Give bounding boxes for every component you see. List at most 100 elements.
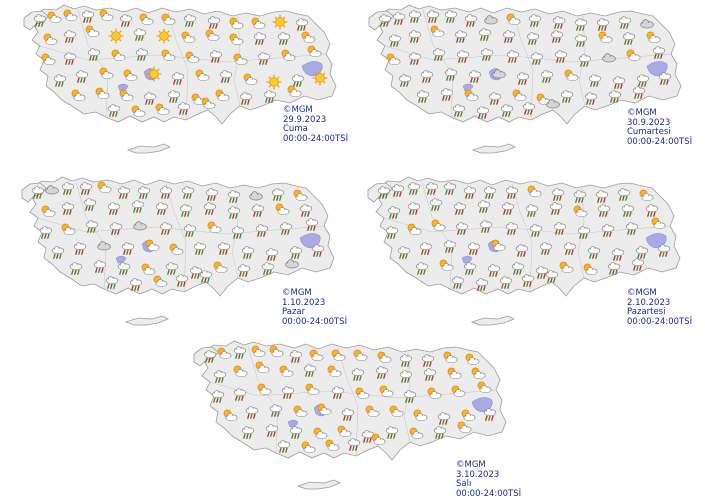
rain-cloud-icon <box>129 278 143 291</box>
region-border <box>403 351 411 443</box>
rain-cloud-icon <box>69 262 83 275</box>
cloudy-icon <box>546 99 560 109</box>
rain-cloud-icon <box>253 32 267 45</box>
partly-cloudy-icon <box>139 13 154 25</box>
copyright-label: ©MGM <box>627 288 657 298</box>
rain-cloud-icon <box>437 412 451 425</box>
rain-cloud-icon <box>635 246 649 259</box>
region-border <box>165 183 187 293</box>
rain-cloud-icon <box>521 274 535 287</box>
partly-cloudy-icon <box>97 181 112 193</box>
rain-cloud-icon <box>219 70 233 83</box>
cyprus-island <box>126 143 171 154</box>
map-caption: ©MGM 3.10.2023 Salı 00:00-24:00TSİ <box>456 460 521 499</box>
rain-cloud-icon <box>181 186 195 199</box>
partly-cloudy-icon <box>169 243 184 255</box>
rain-cloud-icon <box>75 70 89 83</box>
rain-cloud-icon <box>612 76 626 89</box>
rain-cloud-icon <box>265 248 279 261</box>
map-caption: ©MGM 30.9.2023 Cumartesi 00:00-24:00TSİ <box>627 108 693 147</box>
cloudy-icon <box>249 191 263 201</box>
forecast-date: 3.10.2023 <box>456 469 500 480</box>
cloudy-icon <box>602 53 616 63</box>
rain-cloud-icon <box>61 182 75 195</box>
forecast-day: Cuma <box>283 124 308 134</box>
partly-cloudy-icon <box>331 349 346 361</box>
sunny-icon <box>266 74 282 90</box>
rain-cloud-icon <box>167 90 181 103</box>
rain-cloud-icon <box>261 262 275 275</box>
rain-cloud-icon <box>515 244 529 257</box>
rain-cloud-icon <box>444 10 458 23</box>
partly-cloudy-icon <box>71 89 86 101</box>
rain-cloud-icon <box>239 92 253 105</box>
region-border <box>512 11 534 121</box>
rain-cloud-icon <box>63 52 77 65</box>
partly-cloudy-icon <box>309 349 324 361</box>
partly-cloudy-icon <box>229 33 244 45</box>
forecast-time-range: 00:00-24:00TSİ <box>627 136 693 147</box>
rain-cloud-icon <box>199 270 213 283</box>
partly-cloudy-icon <box>293 189 308 201</box>
forecast-day: Cumartesi <box>627 127 671 137</box>
rain-cloud-icon <box>416 90 430 103</box>
weather-map-panel: ©MGM 3.10.2023 Salı 00:00-24:00TSİ <box>188 336 536 501</box>
partly-cloudy-icon <box>427 387 442 399</box>
rain-cloud-icon <box>467 242 481 255</box>
rain-cloud-icon <box>51 246 65 259</box>
lake <box>646 61 668 77</box>
partly-cloudy-icon <box>131 105 146 117</box>
region-border <box>422 9 454 118</box>
partly-cloudy-icon <box>275 203 290 215</box>
partly-cloudy-icon <box>287 85 302 97</box>
rain-cloud-icon <box>399 354 413 367</box>
rain-cloud-icon <box>205 188 219 201</box>
rain-cloud-icon <box>279 222 293 235</box>
rain-cloud-icon <box>79 182 93 195</box>
rain-cloud-icon <box>159 186 173 199</box>
rain-cloud-icon <box>277 32 291 45</box>
partly-cloudy-icon <box>409 427 424 439</box>
partly-cloudy-icon <box>41 205 56 217</box>
rain-cloud-icon <box>475 278 489 291</box>
rain-cloud-icon <box>584 92 598 105</box>
sunny-icon <box>108 28 124 44</box>
rain-cloud-icon <box>331 386 345 399</box>
partly-cloudy-icon <box>439 259 454 271</box>
rain-cloud-icon <box>549 202 563 215</box>
rain-cloud-icon <box>211 390 225 403</box>
lake <box>115 255 127 264</box>
partly-cloudy-icon <box>527 185 542 197</box>
turkey-map <box>21 176 335 326</box>
partly-cloudy-icon <box>111 49 126 61</box>
rain-cloud-icon <box>137 186 151 199</box>
forecast-date: 29.9.2023 <box>283 114 327 125</box>
partly-cloudy-icon <box>353 349 368 361</box>
rain-cloud-icon <box>179 204 193 217</box>
partly-cloudy-icon <box>205 29 220 41</box>
map-caption: ©MGM 2.10.2023 Pazartesi 00:00-24:00TSİ <box>627 288 692 327</box>
cyprus-island <box>471 143 516 154</box>
partly-cloudy-icon <box>431 219 446 231</box>
rain-cloud-icon <box>231 226 245 239</box>
rain-cloud-icon <box>255 224 269 237</box>
rain-cloud-icon <box>535 266 549 279</box>
rain-cloud-icon <box>423 368 437 381</box>
forecast-day: Salı <box>456 479 472 489</box>
partly-cloudy-icon <box>243 73 258 85</box>
weather-map-panel: ©MGM 1.10.2023 Pazar 00:00-24:00TSİ <box>16 172 364 337</box>
rain-cloud-icon <box>203 202 217 215</box>
partly-cloudy-icon <box>413 409 428 421</box>
forecast-time-range: 00:00-24:00TSİ <box>282 316 348 327</box>
rain-cloud-icon <box>385 426 399 439</box>
rain-cloud-icon <box>455 222 469 235</box>
region-border <box>167 11 189 121</box>
partly-cloudy-icon <box>477 381 492 393</box>
region-border <box>75 181 107 290</box>
rain-cloud-icon <box>33 14 47 27</box>
partly-cloudy-icon <box>161 13 176 25</box>
rain-cloud-icon <box>426 10 440 23</box>
rain-cloud-icon <box>574 34 588 47</box>
rain-cloud-icon <box>227 206 241 219</box>
rain-cloud-icon <box>135 48 149 61</box>
